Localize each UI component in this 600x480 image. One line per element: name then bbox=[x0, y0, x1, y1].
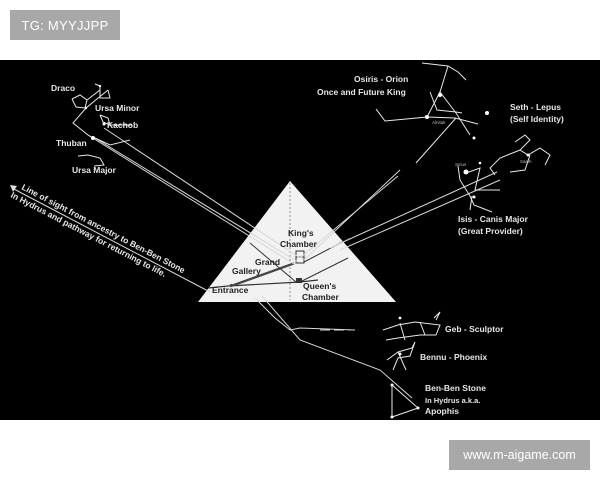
line-of-sight-caption-1: Line of sight from ancestry to Ben-Ben S… bbox=[20, 182, 187, 275]
label-apophis: Apophis bbox=[425, 406, 459, 416]
label-thuban: Thuban bbox=[56, 138, 87, 148]
star-label-saiph: Saiph bbox=[520, 159, 532, 164]
label-kachob: Kachob bbox=[107, 120, 138, 130]
line-of-sight-caption-2: In Hydrus and pathway for returning to l… bbox=[9, 190, 168, 279]
label-ursa-minor: Ursa Minor bbox=[95, 103, 140, 113]
label-grand-gallery-1: Grand bbox=[255, 257, 280, 267]
label-seth-lepus: Seth - Lepus bbox=[510, 102, 561, 112]
label-kings-chamber-2: Chamber bbox=[280, 239, 318, 249]
label-isis-canis-major: Isis - Canis Major bbox=[458, 214, 529, 224]
label-isis-subtitle: (Great Provider) bbox=[458, 226, 523, 236]
label-kings-chamber-1: King's bbox=[288, 228, 314, 238]
watermark-top: TG: MYYJJPP bbox=[10, 10, 120, 40]
label-draco: Draco bbox=[51, 83, 75, 93]
label-ursa-major: Ursa Major bbox=[72, 165, 117, 175]
label-queens-chamber-1: Queen's bbox=[303, 281, 336, 291]
star-label-sirius: Sirius bbox=[455, 162, 467, 167]
label-osiris-orion: Osiris - Orion bbox=[354, 74, 408, 84]
label-seth-subtitle: (Self Identity) bbox=[510, 114, 564, 124]
label-hydrus: In Hydrus a.k.a. bbox=[425, 396, 480, 405]
label-queens-chamber-2: Chamber bbox=[302, 292, 340, 302]
pyramid-star-diagram: Alnitak Saiph Sirius Draco Ursa Minor Ka… bbox=[0, 60, 600, 420]
star-label-alnitak: Alnitak bbox=[432, 120, 446, 125]
diagram-canvas: Alnitak Saiph Sirius Draco Ursa Minor Ka… bbox=[9, 62, 564, 419]
watermark-bottom: www.m-aigame.com bbox=[449, 440, 590, 470]
label-geb-sculptor: Geb - Sculptor bbox=[445, 324, 504, 334]
label-ben-ben-stone: Ben-Ben Stone bbox=[425, 383, 486, 393]
label-grand-gallery-2: Gallery bbox=[232, 266, 261, 276]
pyramid-shape bbox=[198, 181, 396, 302]
label-osiris-subtitle: Once and Future King bbox=[317, 87, 406, 97]
label-entrance: Entrance bbox=[212, 285, 249, 295]
label-bennu-phoenix: Bennu - Phoenix bbox=[420, 352, 487, 362]
